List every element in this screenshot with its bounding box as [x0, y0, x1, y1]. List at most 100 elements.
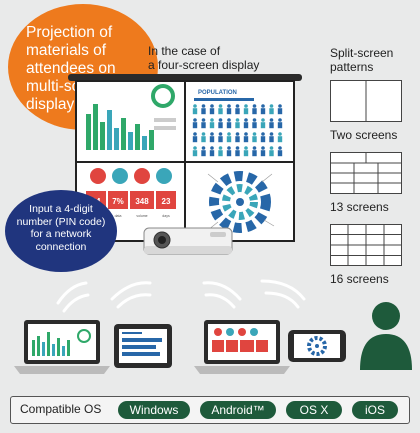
stat-value: 23	[162, 197, 171, 206]
person-figure-body	[209, 108, 215, 115]
person-figure-head	[235, 118, 240, 122]
caption-line: In the case of	[148, 44, 221, 58]
person-figure-head	[201, 104, 206, 108]
person-figure-head	[278, 132, 282, 136]
person-figure-head	[201, 118, 206, 122]
person-figure-body	[252, 108, 257, 115]
person-figure-body	[252, 150, 257, 157]
wifi-wave-icon	[264, 291, 300, 309]
caption-line: a four-screen display	[148, 58, 260, 72]
person-figure-body	[209, 136, 215, 143]
stat-label: data	[115, 214, 122, 218]
person-figure-head	[218, 104, 223, 108]
smartphone-icon	[288, 330, 346, 362]
person-figure-head	[218, 146, 223, 150]
person-figure-head	[244, 118, 248, 122]
person-figure-body	[260, 108, 266, 115]
person-figure-body	[243, 136, 249, 143]
person-figure-body	[192, 136, 198, 143]
person-figure-head	[227, 118, 231, 122]
person-figure-body	[209, 122, 215, 129]
projector	[143, 227, 233, 255]
person-figure-head	[235, 104, 240, 108]
callout-line: materials of	[26, 42, 107, 59]
stat-value: 7%	[112, 197, 124, 206]
person-figure-head	[269, 118, 274, 122]
pattern-16-screens	[330, 224, 402, 266]
person-figure-body	[243, 108, 249, 115]
laptop-1-icon	[14, 320, 110, 374]
pattern-label-16: 16 screens	[330, 272, 389, 286]
person-figure-head	[210, 146, 214, 150]
person-figure-body	[269, 108, 274, 115]
person-figure-body	[260, 136, 266, 143]
person-figure-head	[252, 132, 257, 136]
person-figure-body	[269, 122, 274, 129]
tablet-icon	[114, 324, 172, 368]
person-figure-head	[252, 146, 257, 150]
person-figure-body	[235, 136, 240, 143]
person-figure-body	[243, 150, 249, 157]
callout-line: attendees on	[26, 60, 116, 77]
os-android: Android™	[200, 401, 276, 419]
person-figure-body	[218, 108, 223, 115]
person-figure-head	[261, 146, 265, 150]
person-figure-body	[277, 136, 283, 143]
stat-label: volume	[136, 214, 147, 218]
wifi-wave-icon	[110, 281, 152, 301]
callout-line: display	[26, 96, 75, 113]
person-figure-body	[192, 108, 198, 115]
wifi-wave-icon	[116, 293, 152, 309]
screen-top-bar	[68, 74, 302, 81]
person-figure-body	[218, 136, 223, 143]
split-screen-title: Split-screen patterns	[330, 46, 420, 74]
stat-label: days	[162, 214, 170, 218]
person-figure-head	[193, 146, 197, 150]
compatible-os-label: Compatible OS	[20, 402, 102, 416]
person-figure-body	[269, 150, 274, 157]
person-figure-body	[201, 150, 206, 157]
person-figure-head	[269, 132, 274, 136]
person-figure-head	[218, 118, 223, 122]
person-figure-body	[260, 150, 266, 157]
person-figure-head	[210, 104, 214, 108]
person-figure-head	[244, 104, 248, 108]
person-figure-head	[261, 104, 265, 108]
person-figure-body	[252, 122, 257, 129]
blue-callout-text: Input a 4-digit number (PIN code) for a …	[14, 203, 108, 253]
split-title-line: Split-screen	[330, 46, 394, 60]
wifi-wave-icon	[202, 281, 242, 301]
pattern-two-screens	[330, 80, 402, 122]
person-figure-head	[278, 118, 282, 122]
person-figure-body	[226, 136, 232, 143]
pattern-label-two: Two screens	[330, 128, 398, 142]
person-figure-head	[210, 118, 214, 122]
person-figure-body	[252, 136, 257, 143]
person-figure-body	[235, 122, 240, 129]
blue-callout-bubble	[5, 190, 117, 272]
os-windows: Windows	[118, 401, 190, 419]
person-figure-head	[269, 104, 274, 108]
person-figure-body	[201, 136, 206, 143]
population-figures	[192, 104, 283, 157]
callout-line: for a network	[30, 228, 92, 240]
person-figure-body	[201, 122, 206, 129]
split-title-line: patterns	[330, 60, 374, 74]
person-figure-body	[277, 108, 283, 115]
callout-line: connection	[35, 240, 87, 253]
person-figure-body	[277, 150, 283, 157]
person-figure-head	[227, 132, 231, 136]
wireless-signals	[56, 279, 306, 313]
person-figure-head	[210, 132, 214, 136]
screen-caption: In the case of a four-screen display	[148, 44, 288, 72]
callout-line: Input a 4-digit	[29, 203, 93, 215]
person-figure-head	[235, 146, 240, 150]
callout-line: number (PIN code)	[16, 215, 106, 228]
person-figure-body	[192, 150, 198, 157]
pattern-label-13: 13 screens	[330, 200, 389, 214]
population-title: POPULATION	[198, 90, 237, 96]
person-figure-head	[227, 146, 231, 150]
orange-callout-text: Projection of materials of attendees on …	[26, 24, 154, 114]
person-figure-head	[278, 104, 282, 108]
person-icon	[360, 302, 412, 370]
